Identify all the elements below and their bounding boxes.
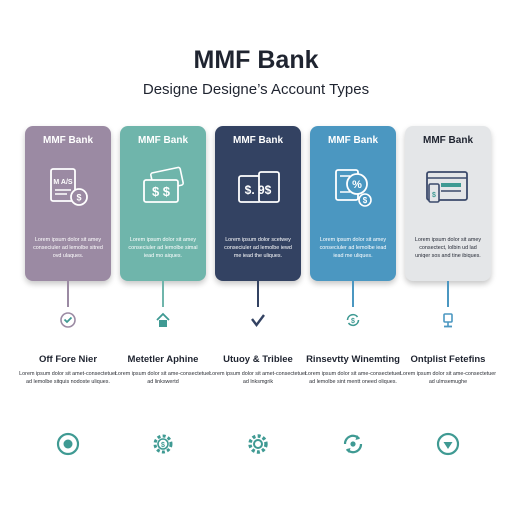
- card-title: MMF Bank: [138, 135, 188, 146]
- page-subtitle: Designe Designe’s Account Types: [142, 81, 370, 98]
- card-description: Lorem ipsum dolor sit amey conseciuler a…: [33, 237, 103, 259]
- percent-document-icon: % $: [328, 164, 378, 212]
- account-card-3[interactable]: MMF Bank $. 9$ Lorem ipsum dolor scetwey…: [215, 126, 301, 281]
- card-description: Lorem ipsum dolor sit amey conseciuler a…: [319, 237, 387, 259]
- card-icon-text: %: [352, 179, 362, 191]
- account-card-4[interactable]: MMF Bank % $ Lorem ipsum dolor sit amey …: [310, 126, 396, 281]
- account-column-5: MMF Bank $ Lorem ipsum dolor sit amey co…: [400, 126, 496, 456]
- feature-heading: Rinsevtty Winemting: [306, 354, 400, 365]
- svg-text:$: $: [76, 193, 81, 203]
- wallet-dollar-icon: $. 9$: [233, 164, 283, 212]
- connector-line: [447, 281, 449, 307]
- feature-heading: Ontplist Fetefins: [410, 354, 486, 365]
- lock-stand-icon: [439, 311, 457, 329]
- browser-mobile-icon: $: [423, 164, 473, 212]
- card-icon-text: $. 9$: [245, 183, 272, 197]
- house-icon: [154, 311, 172, 329]
- card-description: Lorem ipsum dolor sit amey conseciuler a…: [128, 237, 198, 259]
- account-column-2: MMF Bank $ $ Lorem ipsum dolor sit amey …: [115, 126, 211, 454]
- feature-description: Lorem ipsum dolor sit amet-consectetuer …: [19, 371, 117, 385]
- card-description: Lorem ipsum dolor scetwey conseciuler ad…: [224, 237, 292, 259]
- account-card-2[interactable]: MMF Bank $ $ Lorem ipsum dolor sit amey …: [120, 126, 206, 281]
- target-icon: [56, 432, 80, 456]
- account-column-1: MMF Bank M A/S $ Lorem ipsum dolor sit a…: [19, 126, 117, 456]
- pin-target-icon: [436, 432, 460, 456]
- card-icon-text: $ $: [152, 184, 171, 199]
- card-title: MMF Bank: [328, 135, 378, 146]
- card-title: MMF Bank: [423, 135, 473, 146]
- svg-text:$: $: [161, 442, 165, 449]
- refresh-icon: [341, 432, 365, 456]
- gear-coin-icon: $: [151, 432, 175, 456]
- card-title: MMF Bank: [43, 135, 93, 146]
- connector-line: [352, 281, 354, 307]
- feature-heading: Off Fore Nier: [38, 354, 98, 365]
- card-icon-text: M A/S: [53, 179, 73, 186]
- account-column-3: MMF Bank $. 9$ Lorem ipsum dolor scetwey…: [209, 126, 307, 454]
- feature-heading: Utuoy & Triblee: [223, 354, 293, 365]
- feature-description: Lorem ipsum dolor sit ame-consectetuer a…: [114, 371, 212, 385]
- feature-heading: Metetler Aphine: [127, 354, 199, 365]
- cash-stack-icon: $ $: [138, 164, 188, 212]
- card-description: Lorem ipsum dolor sit amey consectect, l…: [414, 237, 482, 259]
- shield-check-icon: [59, 311, 77, 329]
- feature-description: Lorem ipsum dolor sit ame-consectetuer a…: [399, 371, 497, 385]
- card-title: MMF Bank: [233, 135, 283, 146]
- document-dollar-icon: M A/S $: [43, 164, 93, 212]
- feature-description: Lorem ipsum dolor sit ame-consectetuer a…: [304, 371, 402, 385]
- connector-line: [257, 281, 259, 307]
- svg-text:$: $: [363, 196, 368, 205]
- gear-icon: [246, 432, 270, 456]
- account-card-1[interactable]: MMF Bank M A/S $ Lorem ipsum dolor sit a…: [25, 126, 111, 281]
- connector-line: [162, 281, 164, 307]
- feature-description: Lorem ipsum dolor sit amet-consectetuer …: [209, 371, 307, 385]
- refresh-dollar-icon: $: [344, 311, 362, 329]
- account-card-5[interactable]: MMF Bank $ Lorem ipsum dolor sit amey co…: [405, 126, 491, 281]
- account-column-4: MMF Bank % $ Lorem ipsum dolor sit amey …: [305, 126, 401, 454]
- check-shield-icon: [249, 311, 267, 329]
- svg-text:$: $: [351, 318, 355, 325]
- svg-text:$: $: [432, 192, 436, 199]
- connector-line: [67, 281, 69, 307]
- page-title: MMF Bank: [193, 46, 319, 74]
